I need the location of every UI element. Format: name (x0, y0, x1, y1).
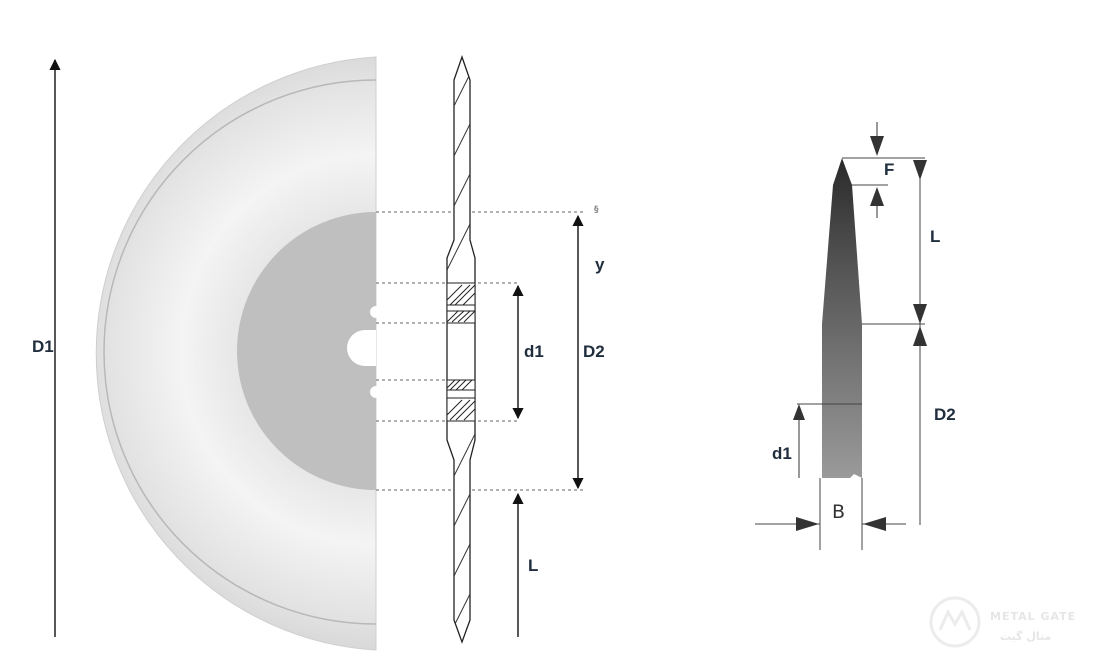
blade-outer-disc (95, 56, 377, 651)
blade-edge-ring (103, 79, 377, 625)
watermark-text: METAL GATE (990, 610, 1076, 623)
dimension-arrows-left (49, 58, 584, 637)
blade-cross-section (446, 55, 476, 644)
hub-clamp-section (446, 282, 476, 422)
label-B: B (832, 501, 845, 523)
label-D2-left: D2 (583, 342, 605, 361)
projection-lines (376, 211, 585, 491)
pin-hole-upper (370, 306, 382, 318)
center-notch (347, 330, 376, 366)
svg-text:§: § (594, 205, 600, 215)
blade-profile (822, 158, 862, 478)
label-y: y (595, 255, 605, 274)
blade-profile-shape (822, 158, 862, 478)
arrowheads-right (793, 122, 927, 531)
label-d1-right: d1 (772, 444, 792, 463)
label-L-right: L (930, 227, 940, 246)
label-d1-left: d1 (524, 342, 544, 361)
label-D2-right: D2 (934, 405, 956, 424)
blade-face (95, 56, 382, 651)
watermark-logo: METAL GATE متال گیت (929, 596, 1076, 648)
label-F: F (884, 160, 894, 179)
hub-area (237, 212, 376, 490)
pin-hole-lower (370, 386, 382, 398)
label-D1: D1 (32, 337, 54, 356)
watermark-subtext: متال گیت (1000, 630, 1051, 643)
label-L-left: L (528, 556, 538, 575)
